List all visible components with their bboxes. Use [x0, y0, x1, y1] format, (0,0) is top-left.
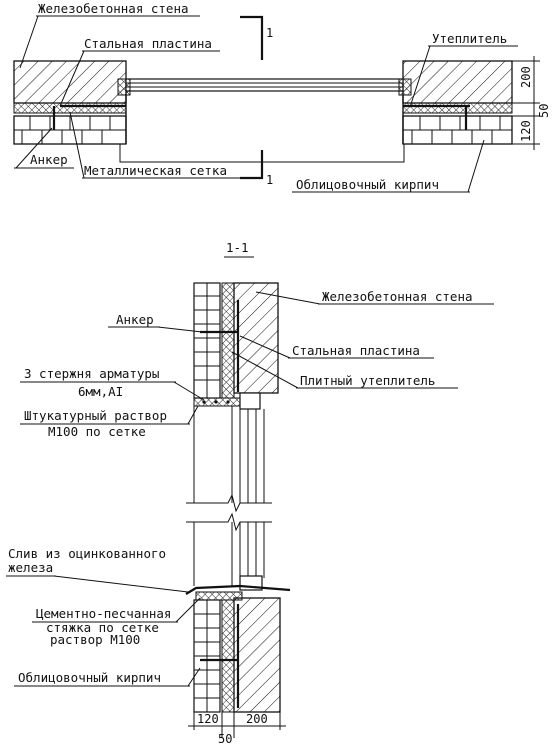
plan-right-brick-veneer: [402, 115, 513, 145]
plan-left-insulation: [13, 102, 127, 114]
section-upper-brick: [193, 282, 221, 399]
plan-plate-label: Стальная пластина: [84, 36, 212, 51]
plan-window-frame: [117, 78, 412, 144]
svg-text:1: 1: [266, 173, 273, 187]
section-drip-flashing: [185, 584, 291, 595]
section-break-lower: [186, 512, 272, 532]
plan-right-insulation: [402, 102, 513, 114]
plan-wall-label: Железобетонная стена: [38, 1, 189, 16]
svg-text:50: 50: [537, 104, 551, 118]
svg-text:200: 200: [246, 712, 268, 726]
section-plate-label: Стальная пластина: [292, 343, 420, 358]
section-plaster-label-1: Штукатурный раствор: [24, 408, 167, 423]
section-brick-label: Облицовочный кирпич: [18, 670, 161, 685]
svg-text:120: 120: [197, 712, 219, 726]
section-break-upper: [186, 493, 272, 513]
svg-text:200: 200: [519, 66, 533, 88]
plan-anchor-label: Анкер: [30, 152, 68, 167]
section-anchor-label: Анкер: [116, 312, 154, 327]
section-frame-head: [239, 392, 261, 410]
section-upper-frame: [193, 406, 265, 503]
plan-dimension-chain: 200 50 120: [512, 56, 551, 150]
section-rebar-label-1: 3 стержня арматуры: [24, 366, 159, 381]
plan-section-mark-top: 1: [240, 15, 273, 60]
plan-brick-label: Облицовочный кирпич: [296, 177, 439, 192]
section-upper-concrete-wall: [233, 282, 279, 394]
section-title: 1-1: [226, 240, 249, 255]
section-wall-label: Железобетонная стена: [322, 289, 473, 304]
section-drip-label-1: Слив из оцинкованного: [8, 546, 166, 561]
section-lower-brick: [193, 599, 221, 713]
section-view: 1-1: [6, 240, 494, 746]
svg-text:50: 50: [218, 732, 232, 746]
svg-text:120: 120: [519, 120, 533, 142]
section-insulation-label: Плитный утеплитель: [300, 373, 435, 388]
section-screed-label-1: Цементно-песчанная: [36, 606, 171, 621]
plan-insulation-label: Утеплитель: [432, 31, 507, 46]
plan-section-mark-bottom: 1: [240, 150, 273, 187]
section-screed-label-2: стяжка по сетке: [46, 620, 159, 635]
section-lower-insulation: [221, 599, 235, 713]
section-upper-insulation: [221, 282, 235, 399]
section-lower-frame: [193, 522, 265, 586]
svg-text:1: 1: [266, 26, 273, 40]
section-dimension-chain: 120 200 50: [188, 712, 286, 746]
section-plaster-label-2: М100 по сетке: [48, 424, 146, 439]
plan-right-concrete-wall: [402, 60, 513, 104]
plan-view: 1 1 Железобетонная стена Стальная пласти…: [13, 1, 551, 193]
section-rebar-label-2: 6мм,AI: [78, 384, 123, 399]
plan-left-brick-veneer: [13, 115, 127, 145]
section-screed-label-3: раствор М100: [50, 632, 140, 647]
section-drip-label-2: железа: [8, 560, 53, 575]
section-lower-concrete-wall: [233, 597, 281, 713]
plan-mesh-label: Металлическая сетка: [84, 163, 227, 178]
